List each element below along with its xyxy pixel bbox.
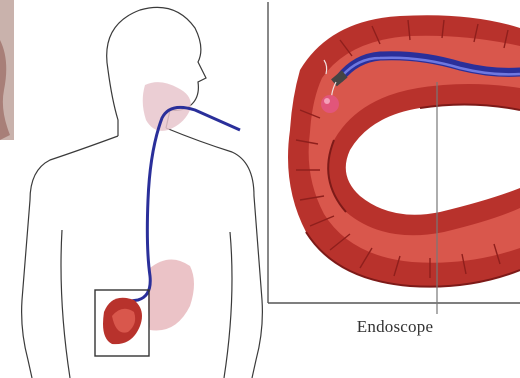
photo-strip-left <box>0 0 14 140</box>
human-silhouette-icon <box>22 7 263 378</box>
stomach-region <box>148 259 194 330</box>
endoscope-label: Endoscope <box>330 317 460 337</box>
